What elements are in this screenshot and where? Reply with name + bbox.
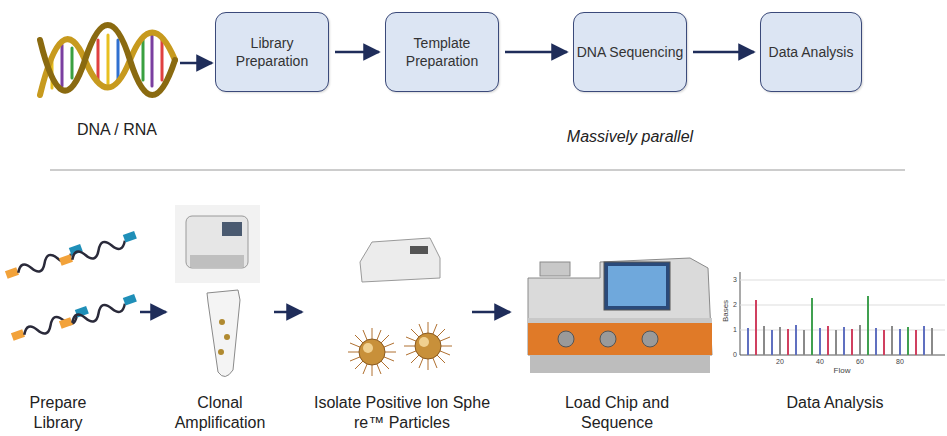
- step-label: DNA / RNA: [77, 120, 157, 140]
- axis-label: 60: [856, 357, 864, 366]
- step-label: Prepare Library: [18, 393, 98, 433]
- process-box: DNA Sequencing: [573, 12, 687, 92]
- dna-helix: [40, 25, 175, 95]
- step-label: Load Chip and Sequence: [561, 393, 673, 433]
- reaction-tube: [207, 290, 240, 377]
- flow-arrow: [335, 51, 379, 54]
- axis-label: 0: [733, 350, 737, 359]
- axis-label: Bases: [721, 300, 731, 322]
- separator-line: [50, 170, 905, 171]
- box-text-group: DNA Sequencing: [577, 43, 684, 61]
- box-label: Library Preparation: [216, 34, 328, 70]
- axis-label: 1: [733, 325, 737, 334]
- axis-label: 2: [733, 300, 737, 309]
- ionogram-chart: [740, 272, 945, 355]
- amplification-instrument: [175, 205, 260, 283]
- box-label: Template Preparation: [386, 34, 498, 70]
- axis-label: 20: [776, 357, 784, 366]
- ion-sphere-particles: [348, 322, 452, 376]
- step-label: Massively parallel: [567, 127, 693, 147]
- process-box: Data Analysis: [760, 12, 862, 92]
- box-text-group: Library Preparation: [216, 34, 328, 70]
- process-box: Library Preparation: [215, 12, 329, 92]
- axis-label: 3: [733, 275, 737, 284]
- axis-label: Flow: [834, 366, 851, 376]
- step-label: Clonal Amplification: [164, 393, 276, 433]
- box-label: Data Analysis: [769, 43, 854, 61]
- step-label: Data Analysis: [787, 393, 884, 413]
- process-box: Template Preparation: [385, 12, 499, 92]
- flow-arrow: [505, 51, 567, 54]
- step-label: Isolate Positive Ion Sphe re™ Particles: [302, 393, 502, 433]
- axis-label: 40: [816, 357, 824, 366]
- enrichment-instrument: [360, 238, 440, 282]
- sequencer-instrument: [528, 258, 712, 373]
- flow-arrows: [140, 311, 716, 314]
- box-text-group: Data Analysis: [769, 43, 854, 61]
- flow-arrow: [180, 62, 212, 65]
- flow-arrow: [693, 51, 754, 54]
- library-fragments: [5, 231, 138, 345]
- axis-label: 80: [896, 357, 904, 366]
- box-label: DNA Sequencing: [577, 43, 684, 61]
- box-text-group: Template Preparation: [386, 34, 498, 70]
